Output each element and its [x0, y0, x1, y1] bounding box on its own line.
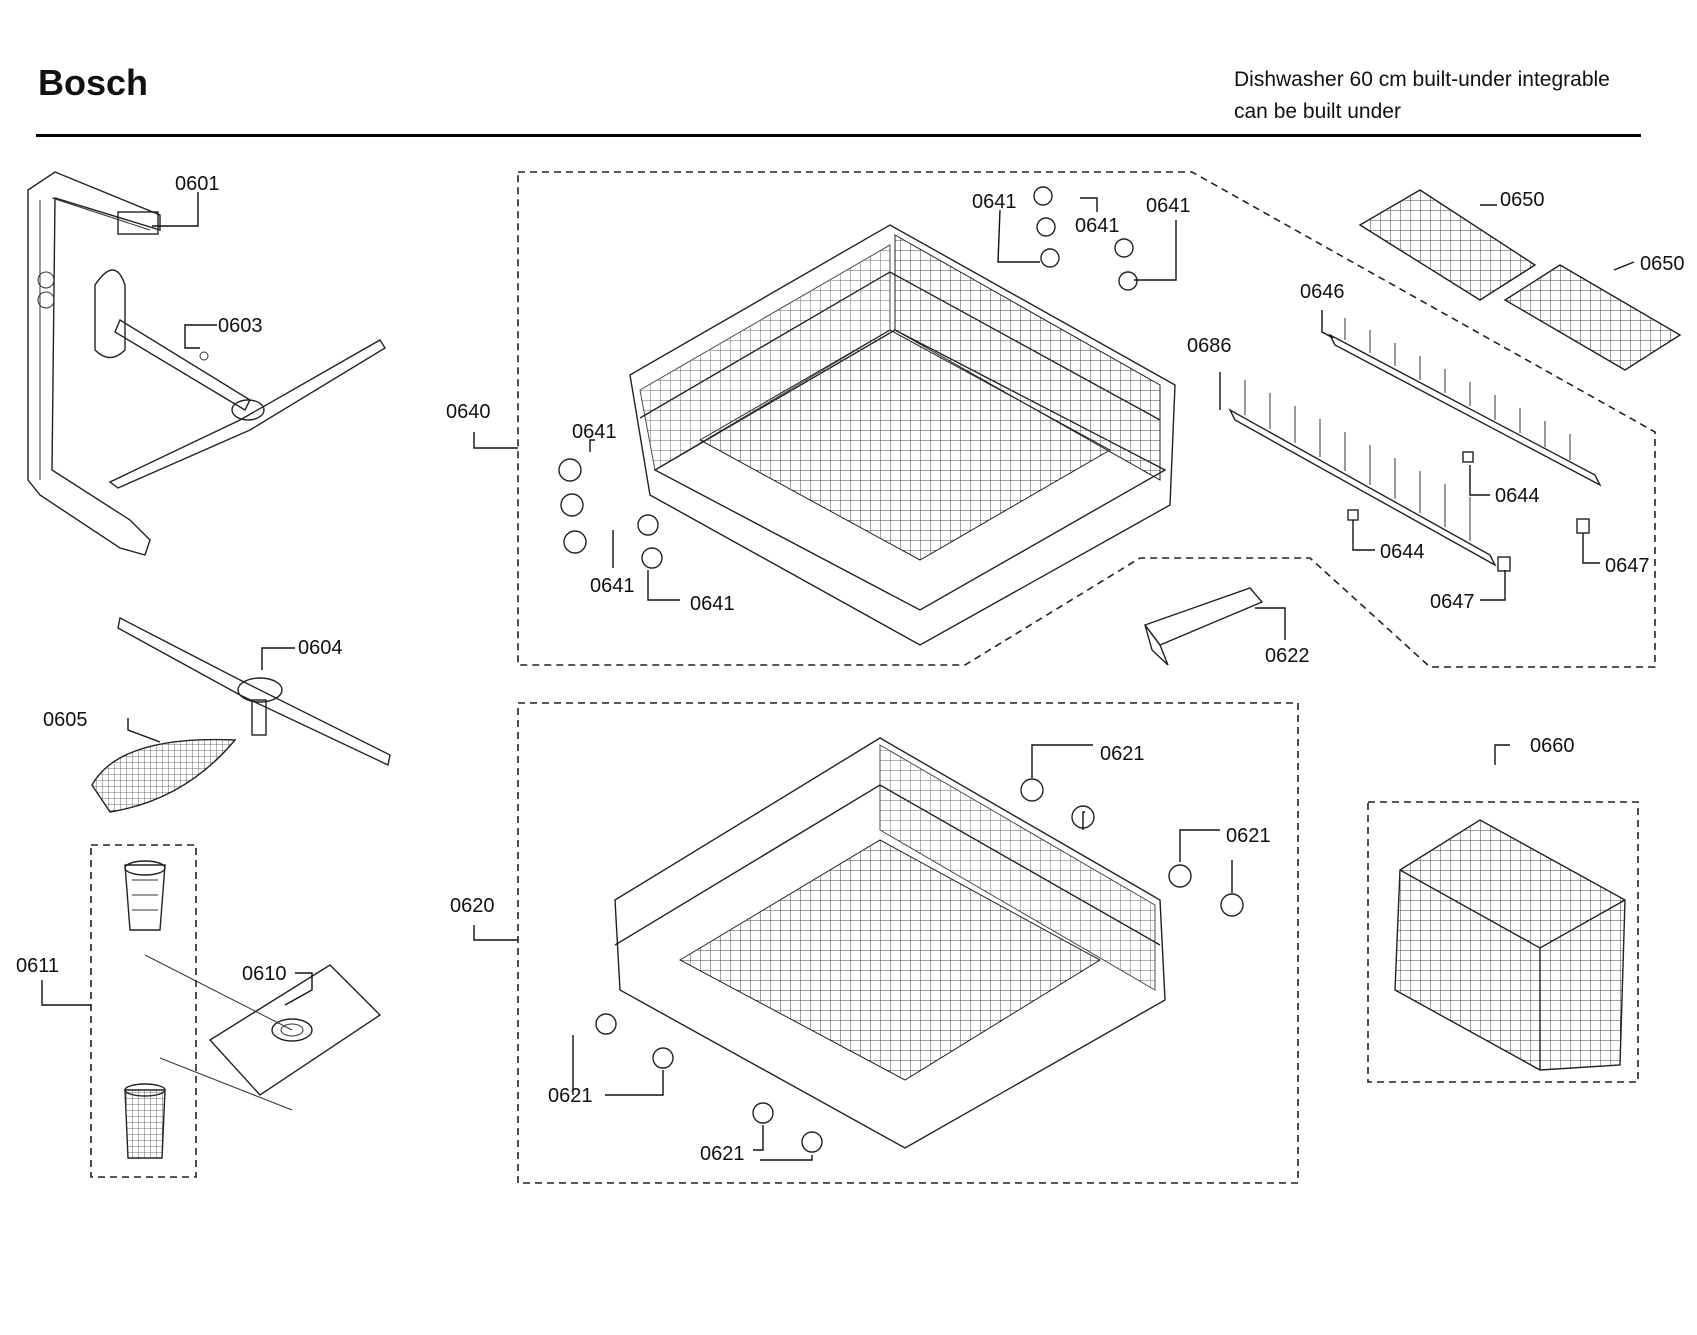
leader-lines — [41, 192, 1635, 1161]
callout-0621-d: 0621 — [700, 1143, 745, 1165]
callout-0605: 0605 — [43, 709, 88, 731]
filter-cover-0605 — [91, 738, 237, 813]
callout-0640: 0640 — [446, 401, 491, 423]
supply-pipe-0601 — [27, 171, 161, 556]
callout-0644-a: 0644 — [1495, 485, 1540, 507]
upper-spray-arm-0603 — [94, 269, 386, 489]
callout-0647-a: 0647 — [1430, 591, 1475, 613]
callout-0610: 0610 — [242, 963, 287, 985]
callout-0621-b: 0621 — [1226, 825, 1271, 847]
lower-spray-arm-0604 — [117, 616, 391, 767]
lower-basket-0620 — [614, 737, 1166, 1149]
upper-rollers-0641 — [558, 186, 1138, 569]
callout-0641-b: 0641 — [1075, 215, 1120, 237]
cutlery-basket-group-outline — [1367, 801, 1639, 1083]
filter-assembly-0611 — [124, 860, 166, 1159]
cup-shelves-0650 — [1358, 189, 1682, 371]
callout-0641-c: 0641 — [1146, 195, 1191, 217]
callout-0660: 0660 — [1530, 735, 1575, 757]
filter-group-outline — [90, 844, 197, 1178]
callout-0686: 0686 — [1187, 335, 1232, 357]
callout-0621-c: 0621 — [548, 1085, 593, 1107]
callout-0650-b: 0650 — [1640, 253, 1685, 275]
flat-filter-0610 — [144, 954, 382, 1111]
callout-0621-a: 0621 — [1100, 743, 1145, 765]
callout-0641-f: 0641 — [690, 593, 735, 615]
header-rule — [36, 134, 1641, 137]
callout-0620: 0620 — [450, 895, 495, 917]
callout-0641-e: 0641 — [590, 575, 635, 597]
callout-0644-b: 0644 — [1380, 541, 1425, 563]
callout-0603: 0603 — [218, 315, 263, 337]
tine-rows-0646-0686 — [1228, 318, 1602, 572]
callout-0641-a: 0641 — [972, 191, 1017, 213]
callout-0601: 0601 — [175, 173, 220, 195]
callout-0641-d: 0641 — [572, 421, 617, 443]
callout-0611: 0611 — [16, 955, 59, 977]
brand-title: Bosch — [38, 62, 149, 103]
upper-basket-0640 — [629, 224, 1176, 646]
callout-0647-b: 0647 — [1605, 555, 1650, 577]
cutlery-basket-0660 — [1394, 819, 1626, 1071]
lower-rack-group-outline — [517, 702, 1299, 1184]
subtitle-line-2: can be built under — [1234, 100, 1401, 123]
basket-handle-0622 — [1143, 587, 1264, 666]
subtitle-line-1: Dishwasher 60 cm built-under integrable — [1234, 68, 1610, 91]
callout-0646: 0646 — [1300, 281, 1345, 303]
callout-0622: 0622 — [1265, 645, 1310, 667]
upper-rack-group-outline — [517, 171, 1656, 668]
callout-0650-a: 0650 — [1500, 189, 1545, 211]
callout-0604: 0604 — [298, 637, 343, 659]
